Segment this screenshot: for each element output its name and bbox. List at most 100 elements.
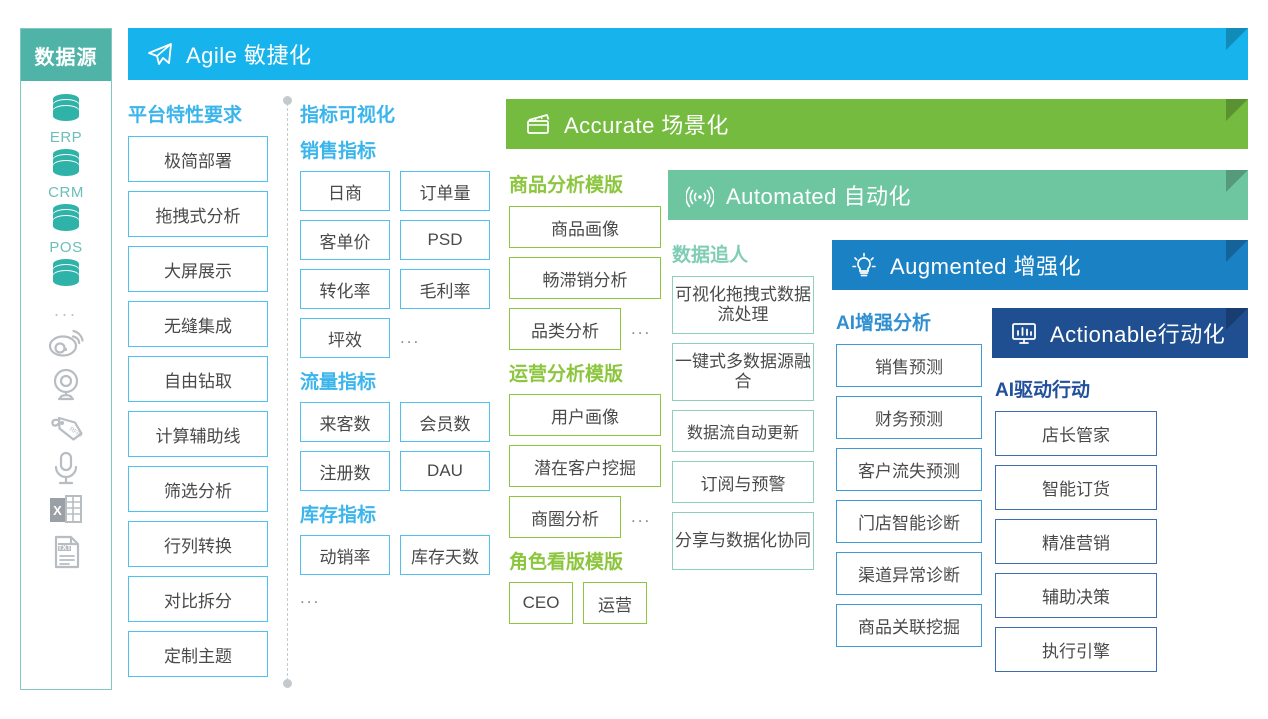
chip-platform[interactable]: 大屏展示 [128, 246, 268, 292]
database-icon [48, 203, 84, 238]
role-chip-list: CEO 运营 [509, 582, 661, 624]
chip-chase[interactable]: 数据流自动更新 [672, 410, 814, 452]
chip-metric[interactable]: 毛利率 [400, 269, 490, 309]
chip-chase[interactable]: 一键式多数据源融合 [672, 343, 814, 401]
chip-metric[interactable]: PSD [400, 220, 490, 260]
microphone-icon [49, 450, 83, 491]
banner-agile[interactable]: Agile 敏捷化 [128, 28, 1248, 80]
traffic-metric-list: 来客数 会员数 注册数 DAU [300, 402, 495, 491]
group-title-role: 角色看版模版 [509, 552, 624, 573]
sidebar-item-microphone[interactable] [49, 450, 83, 491]
chip-platform[interactable]: 自由钻取 [128, 356, 268, 402]
chip-metric[interactable]: 注册数 [300, 451, 390, 491]
database-icon [48, 258, 84, 293]
banner-augmented-label: Augmented 增强化 [890, 254, 1082, 279]
clapperboard-icon [524, 111, 552, 137]
chip-metric[interactable]: DAU [400, 451, 490, 491]
divider-dot-top [283, 96, 292, 105]
chip-metric[interactable]: 来客数 [300, 402, 390, 442]
sidebar-item-weibo[interactable] [47, 325, 85, 364]
chip-platform[interactable]: 计算辅助线 [128, 411, 268, 457]
chip-ai[interactable]: 门店智能诊断 [836, 500, 982, 543]
chip-chase[interactable]: 分享与数据化协同 [672, 512, 814, 570]
sidebar-item-crm[interactable]: CRM [48, 148, 84, 201]
chip-ai[interactable]: 客户流失预测 [836, 448, 982, 491]
chip-platform[interactable]: 无缝集成 [128, 301, 268, 347]
chip-ai[interactable]: 销售预测 [836, 344, 982, 387]
chip-platform[interactable]: 筛选分析 [128, 466, 268, 512]
column-divider [283, 96, 292, 688]
chip-ai[interactable]: 商品关联挖掘 [836, 604, 982, 647]
banner-agile-label: Agile 敏捷化 [186, 43, 312, 68]
chip-role[interactable]: 运营 [583, 582, 647, 624]
sidebar-item-excel[interactable]: X [47, 493, 85, 532]
divider-dot-bottom [283, 679, 292, 688]
chip-platform[interactable]: 定制主题 [128, 631, 268, 677]
column-analysis-templates: 商品分析模版 商品画像 畅滞销分析 品类分析 ... 运营分析模版 用户画像 潜… [509, 170, 661, 624]
chip-action[interactable]: 精准营销 [995, 519, 1157, 564]
chip-action[interactable]: 店长管家 [995, 411, 1157, 456]
txt-file-icon: TXT [49, 534, 83, 575]
sales-metric-list: 日商 订单量 客单价 PSD 转化率 毛利率 坪效 ... [300, 171, 495, 358]
column-title: AI驱动行动 [995, 380, 1091, 401]
column-title: AI增强分析 [836, 313, 932, 334]
fold-corner [1226, 308, 1248, 330]
banner-augmented[interactable]: Augmented 增强化 [832, 240, 1248, 290]
chip-metric[interactable]: 客单价 [300, 220, 390, 260]
chip-goods[interactable]: 畅滞销分析 [509, 257, 661, 299]
chip-metric[interactable]: 动销率 [300, 535, 390, 575]
column-platform-features: 平台特性要求 极简部署 拖拽式分析 大屏展示 无缝集成 自由钻取 计算辅助线 筛… [128, 100, 268, 677]
chip-platform[interactable]: 拖拽式分析 [128, 191, 268, 237]
chip-ai[interactable]: 渠道异常诊断 [836, 552, 982, 595]
svg-text:X: X [53, 503, 62, 518]
sidebar-item-label: CRM [48, 184, 84, 201]
chip-metric[interactable]: 转化率 [300, 269, 390, 309]
chip-metric[interactable]: 坪效 [300, 318, 390, 358]
sidebar-item-txt[interactable]: TXT [49, 534, 83, 575]
chip-platform[interactable]: 行列转换 [128, 521, 268, 567]
chip-metric[interactable]: 日商 [300, 171, 390, 211]
action-chip-list: 店长管家 智能订货 精准营销 辅助决策 执行引擎 [995, 411, 1157, 672]
sidebar-item-more-db[interactable] [48, 258, 84, 293]
chip-chase[interactable]: 订阅与预警 [672, 461, 814, 503]
group-title-goods: 商品分析模版 [509, 175, 624, 196]
platform-chip-list: 极简部署 拖拽式分析 大屏展示 无缝集成 自由钻取 计算辅助线 筛选分析 行列转… [128, 136, 268, 677]
chip-role[interactable]: CEO [509, 582, 573, 624]
group-title-sales: 销售指标 [300, 141, 377, 162]
banner-accurate[interactable]: Accurate 场景化 [506, 99, 1248, 149]
sidebar-item-rfid[interactable]: RFID [46, 409, 86, 448]
chip-action[interactable]: 执行引擎 [995, 627, 1157, 672]
chip-operation[interactable]: 潜在客户挖掘 [509, 445, 661, 487]
banner-automated-label: Automated 自动化 [726, 184, 912, 209]
chip-action[interactable]: 智能订货 [995, 465, 1157, 510]
chip-operation[interactable]: 商圈分析 [509, 496, 621, 538]
chip-operation[interactable]: 用户画像 [509, 394, 661, 436]
ai-chip-list: 销售预测 财务预测 客户流失预测 门店智能诊断 渠道异常诊断 商品关联挖掘 [836, 344, 982, 647]
chip-metric[interactable]: 会员数 [400, 402, 490, 442]
chip-platform[interactable]: 极简部署 [128, 136, 268, 182]
excel-file-icon: X [47, 493, 85, 532]
chip-chase[interactable]: 可视化拖拽式数据流处理 [672, 276, 814, 334]
operation-chip-list: 用户画像 潜在客户挖掘 商圈分析 ... [509, 394, 661, 538]
paper-plane-icon [146, 41, 174, 67]
chip-goods[interactable]: 商品画像 [509, 206, 661, 248]
group-title-traffic: 流量指标 [300, 372, 377, 393]
sidebar-item-erp[interactable]: ERP [48, 93, 84, 146]
sidebar-item-webcam[interactable] [47, 366, 85, 407]
webcam-icon [47, 366, 85, 407]
column-title: 平台特性要求 [128, 105, 243, 126]
operation-ellipsis: ... [631, 507, 652, 526]
column-metrics: 指标可视化 销售指标 日商 订单量 客单价 PSD 转化率 毛利率 坪效 ...… [300, 100, 495, 608]
chip-action[interactable]: 辅助决策 [995, 573, 1157, 618]
chip-metric[interactable]: 订单量 [400, 171, 490, 211]
chip-ai[interactable]: 财务预测 [836, 396, 982, 439]
column-data-chase: 数据追人 可视化拖拽式数据流处理 一键式多数据源融合 数据流自动更新 订阅与预警… [672, 240, 814, 570]
chip-goods[interactable]: 品类分析 [509, 308, 621, 350]
sidebar-item-label: POS [49, 239, 83, 256]
broadcast-icon [686, 182, 714, 208]
chip-metric[interactable]: 库存天数 [400, 535, 490, 575]
chip-platform[interactable]: 对比拆分 [128, 576, 268, 622]
sidebar-item-pos[interactable]: POS [48, 203, 84, 256]
banner-actionable[interactable]: Actionable行动化 [992, 308, 1248, 358]
banner-automated[interactable]: Automated 自动化 [668, 170, 1248, 220]
